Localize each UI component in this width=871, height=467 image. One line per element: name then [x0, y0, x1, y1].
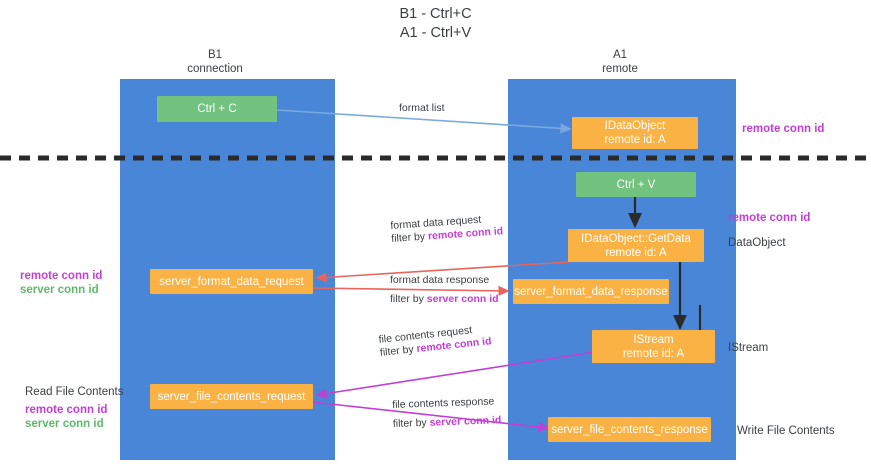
edge-label-format-data-response: format data response filter by server co…: [390, 274, 499, 306]
node-idataobject[interactable]: IDataObject remote id: A: [572, 117, 698, 149]
annotation-istream: IStream: [728, 342, 769, 354]
annotation-left-remote-conn-id-2: remote conn id: [25, 404, 108, 416]
node-ctrl-v[interactable]: Ctrl + V: [576, 172, 696, 197]
edge-label-file-contents-response-text: file contents response: [392, 395, 495, 411]
annotation-read-file-contents: Read File Contents: [25, 386, 124, 398]
node-istream-line-1: IStream: [633, 333, 674, 346]
column-header-a1: A1 remote: [560, 48, 680, 76]
edge-label-format-list: format list: [399, 102, 445, 115]
edge-label-format-data-request: format data request filter by remote con…: [390, 212, 504, 246]
edge-label-file-contents-response: file contents response filter by server …: [392, 395, 502, 431]
edge-filter-key-server-conn-id-2: server conn id: [429, 414, 502, 429]
node-getdata-line-2: remote id: A: [605, 246, 667, 259]
node-istream[interactable]: IStream remote id: A: [592, 330, 715, 363]
annotation-remote-conn-id-mid: remote conn id: [728, 212, 811, 224]
node-server-format-data-response-label: server_format_data_response: [514, 285, 668, 298]
node-idataobject-line-1: IDataObject: [604, 120, 666, 132]
annotation-remote-conn-id-top: remote conn id: [742, 123, 825, 135]
column-header-b1: B1 connection: [155, 48, 275, 76]
edge-filter-key-server-conn-id: server conn id: [426, 293, 499, 305]
annotation-left-remote-conn-id-1: remote conn id: [20, 270, 103, 282]
node-server-file-contents-response-label: server_file_contents_response: [551, 423, 708, 436]
column-header-b1-name: B1: [207, 49, 223, 61]
node-server-file-contents-response[interactable]: server_file_contents_response: [548, 417, 711, 442]
node-ctrl-c[interactable]: Ctrl + C: [157, 96, 277, 122]
column-header-b1-role: connection: [187, 63, 243, 75]
annotation-left-server-conn-id-1: server conn id: [20, 284, 99, 296]
column-header-a1-name: A1: [612, 49, 628, 61]
diagram-title-line-1: B1 - Ctrl+C: [399, 6, 472, 22]
node-ctrl-v-label: Ctrl + V: [616, 178, 656, 191]
node-server-format-data-request-label: server_format_data_request: [159, 275, 304, 288]
diagram-title-line-2: A1 - Ctrl+V: [399, 25, 472, 41]
node-ctrl-c-label: Ctrl + C: [197, 103, 237, 115]
edge-filter-prefix: filter by: [390, 230, 429, 245]
edge-label-format-data-response-text: format data response: [390, 274, 490, 286]
column-header-a1-role: remote: [602, 63, 638, 75]
edge-filter-prefix-4: filter by: [392, 416, 430, 430]
node-server-file-contents-request-label: server_file_contents_request: [157, 390, 306, 403]
edge-label-format-data-response-filter: filter by server conn id: [390, 293, 499, 306]
annotation-write-file-contents: Write File Contents: [737, 425, 835, 437]
node-idataobject-line-2: remote id: A: [604, 134, 666, 146]
edge-label-format-list-text: format list: [399, 102, 445, 114]
annotation-left-server-conn-id-2: server conn id: [25, 418, 104, 430]
node-getdata[interactable]: IDataObject::GetData remote id: A: [568, 229, 704, 262]
edge-filter-prefix-3: filter by: [379, 343, 418, 359]
edge-label-file-contents-response-filter: filter by server conn id: [393, 414, 502, 431]
node-server-file-contents-request[interactable]: server_file_contents_request: [150, 384, 313, 409]
node-server-format-data-request[interactable]: server_format_data_request: [150, 269, 313, 294]
node-getdata-line-1: IDataObject::GetData: [581, 232, 691, 245]
edge-filter-prefix-2: filter by: [390, 293, 427, 305]
node-server-format-data-response[interactable]: server_format_data_response: [513, 279, 669, 304]
diagram-title: B1 - Ctrl+C A1 - Ctrl+V: [0, 5, 871, 43]
edge-label-file-contents-request: file contents request filter by remote c…: [378, 322, 492, 360]
node-istream-line-2: remote id: A: [622, 347, 685, 360]
annotation-dataobject: DataObject: [728, 237, 786, 249]
